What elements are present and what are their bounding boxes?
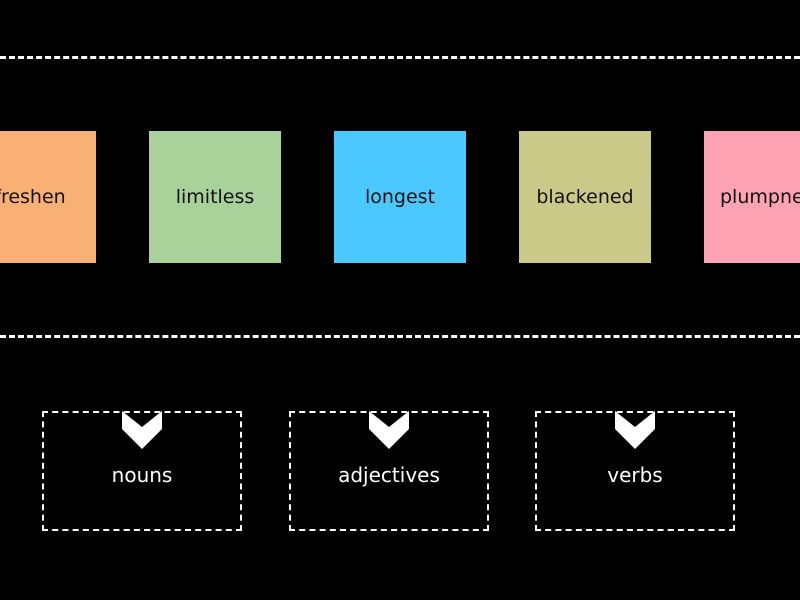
chevron-down-icon <box>615 411 655 449</box>
drop-zone-nouns[interactable]: nouns <box>42 411 242 531</box>
chevron-down-icon <box>122 411 162 449</box>
tile-label: limitless <box>175 186 255 208</box>
word-tile-limitless[interactable]: limitless <box>149 131 281 263</box>
drop-zone-verbs[interactable]: verbs <box>535 411 735 531</box>
tile-label: longest <box>364 186 436 208</box>
tile-label: freshen <box>0 186 66 208</box>
drop-zone-label: adjectives <box>338 463 440 487</box>
word-tile-freshen[interactable]: freshen <box>0 131 96 263</box>
chevron-down-icon <box>369 411 409 449</box>
drop-zone-adjectives[interactable]: adjectives <box>289 411 489 531</box>
drop-zone-label: verbs <box>607 463 663 487</box>
tile-area-bottom-border <box>0 335 800 338</box>
tile-label: blackened <box>536 186 634 208</box>
word-tile-longest[interactable]: longest <box>334 131 466 263</box>
word-tile-blackened[interactable]: blackened <box>519 131 651 263</box>
tile-area-top-border <box>0 56 800 59</box>
drop-zone-label: nouns <box>111 463 173 487</box>
tile-label: plumpne <box>720 186 800 208</box>
word-tile-plumpness[interactable]: plumpne <box>704 131 800 263</box>
